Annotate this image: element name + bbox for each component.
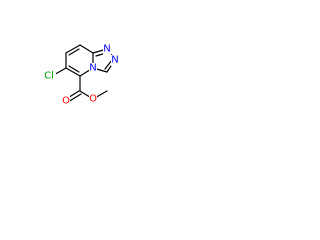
label-background [89, 94, 97, 105]
triazole-nitrogen-b-atom: N [111, 55, 119, 66]
bond-c8-c7-double [68, 48, 80, 56]
bridgehead-nitrogen-label: N [89, 63, 96, 74]
ester-oxygen-label: O [89, 94, 97, 105]
chemical-structure-diagram: Cl N N N O O [42, 44, 119, 107]
bond-carbonyl-o-double-b [67, 93, 82, 103]
bridgehead-nitrogen-atom: N [89, 63, 97, 74]
label-background [111, 55, 119, 66]
ester-oxygen-atom: O [89, 94, 97, 105]
label-background [42, 70, 56, 82]
label-background [62, 96, 70, 107]
bond-c6-c5 [65, 67, 81, 77]
bond-c6-c5-double [68, 65, 80, 73]
triazole-nitrogen-a-atom: N [103, 44, 111, 55]
label-background [103, 44, 111, 55]
chlorine-atom: Cl [42, 70, 56, 82]
label-background [89, 63, 97, 74]
bond-c8a-c8 [79, 44, 94, 54]
carbonyl-oxygen-label: O [62, 96, 70, 107]
bond-n2-c3-double [104, 59, 113, 70]
chlorine-label: Cl [44, 71, 54, 82]
atom-labels: Cl N N N O O [42, 44, 119, 107]
carbonyl-oxygen-atom: O [62, 96, 70, 107]
triazole-nitrogen-a-label: N [103, 44, 110, 55]
bond-c8-c7 [65, 44, 81, 54]
triazole-nitrogen-b-label: N [111, 55, 118, 66]
